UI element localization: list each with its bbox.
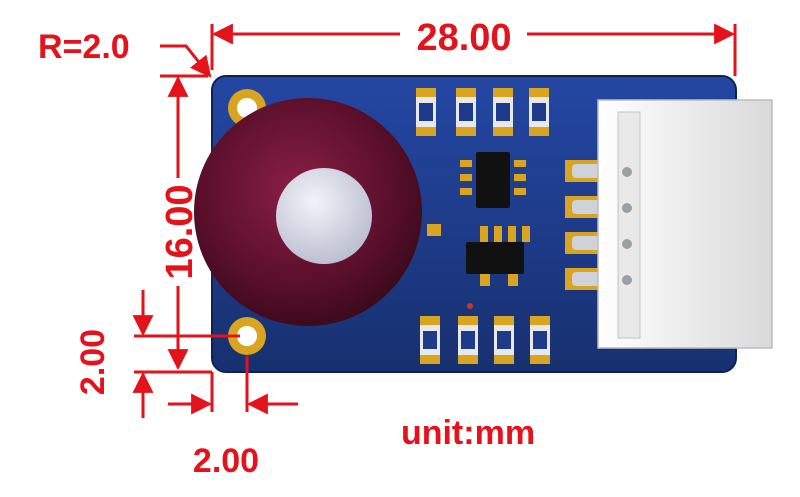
radius-leader <box>160 44 212 78</box>
hole-offset-vertical-label: 2.00 <box>74 329 112 395</box>
test-pad <box>427 224 441 236</box>
via <box>467 303 473 309</box>
width-label: 28.00 <box>416 17 511 59</box>
sensor-lens <box>194 98 422 326</box>
pcb-board <box>194 75 773 373</box>
mounting-hole-bottom <box>228 317 266 355</box>
radius-label: R=2.0 <box>38 28 130 66</box>
ic-chip-lower <box>466 226 530 286</box>
height-label: 16.00 <box>159 184 201 279</box>
ic-chip-upper <box>460 152 526 208</box>
connector-housing <box>597 99 773 349</box>
smd-components-top <box>416 88 549 136</box>
dimension-lines <box>132 23 737 418</box>
smd-components-bottom <box>420 316 550 364</box>
hole-offset-horizontal-label: 2.00 <box>193 442 259 480</box>
unit-label: unit:mm <box>401 414 535 452</box>
